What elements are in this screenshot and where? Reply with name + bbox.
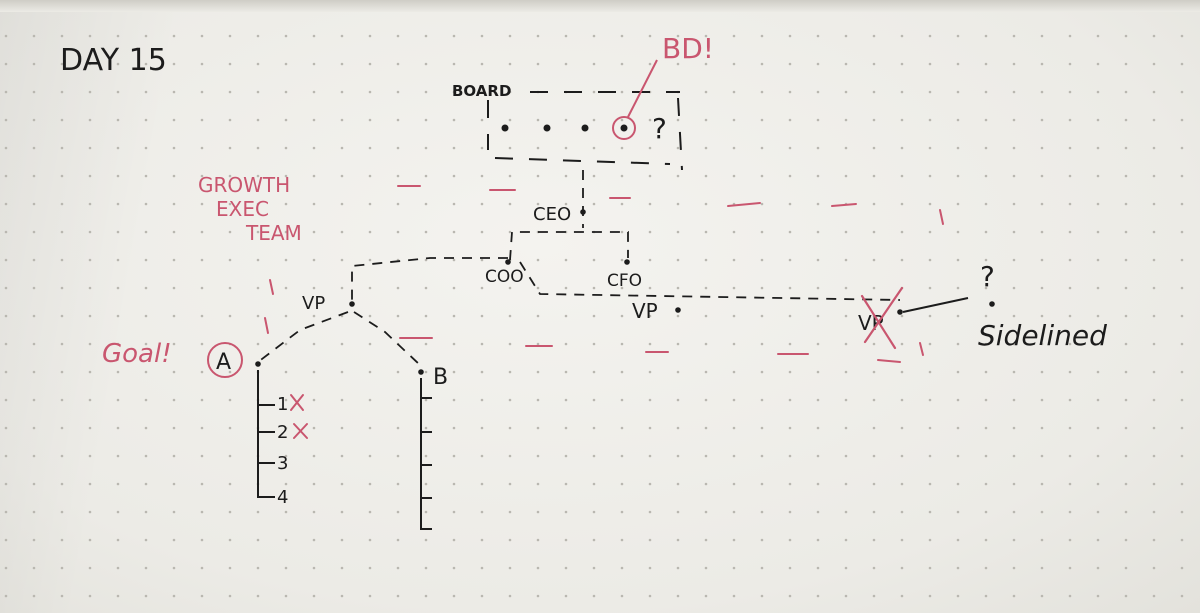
sidelined-connector xyxy=(902,297,969,313)
ceo-dot xyxy=(580,209,586,215)
team-a-dot xyxy=(255,361,261,367)
vp-left-label: VP xyxy=(302,293,325,314)
team-b-dot xyxy=(418,369,424,375)
board-member-dot xyxy=(501,124,509,132)
ceo-label: CEO xyxy=(533,204,571,225)
board-label: BOARD xyxy=(452,82,511,100)
member-cross-marks xyxy=(290,394,308,439)
page-title: DAY 15 xyxy=(60,43,167,78)
bd-note: BD! xyxy=(662,32,714,65)
board-box xyxy=(487,91,683,171)
bd-pointer-line xyxy=(627,59,658,118)
growth-note-line: TEAM xyxy=(245,221,302,245)
exec-team-boundary xyxy=(264,185,944,363)
cfo-label: CFO xyxy=(607,271,642,291)
sidelined-label: Sidelined xyxy=(978,319,1107,352)
coo-dot xyxy=(505,259,511,265)
vp-left-dot xyxy=(349,301,355,307)
coo-label: COO xyxy=(485,267,524,287)
vp-crossed-dot xyxy=(897,309,903,315)
cfo-dot xyxy=(624,259,630,265)
team-a-label: A xyxy=(216,350,231,375)
board-member-dot xyxy=(581,124,589,132)
team-a-member: 4 xyxy=(277,487,288,508)
vp-middle-dot xyxy=(675,307,681,313)
goal-note: Goal! xyxy=(102,339,172,369)
growth-note-line: EXEC xyxy=(216,197,269,221)
team-b-tree-lines xyxy=(420,378,432,530)
vp-middle-label: VP xyxy=(632,299,658,323)
sidelined-question-mark: ? xyxy=(980,260,995,293)
team-a-member: 3 xyxy=(277,453,288,474)
vp-cross-out-mark xyxy=(860,286,904,350)
team-a-member: 2 xyxy=(277,422,288,443)
growth-note-line: GROWTH xyxy=(198,173,290,197)
bd-highlight-circle xyxy=(612,116,636,140)
team-a-tree-lines xyxy=(257,370,275,498)
team-a-highlight-circle xyxy=(207,342,243,378)
board-question-mark: ? xyxy=(652,112,667,145)
org-connectors xyxy=(257,170,901,366)
board-member-dot xyxy=(620,124,628,132)
team-b-label: B xyxy=(433,365,448,390)
sidelined-dot xyxy=(989,301,995,307)
dot-grid xyxy=(0,12,1200,613)
board-members xyxy=(501,124,628,132)
team-a-member: 1 xyxy=(277,394,288,415)
page-edge xyxy=(0,0,1200,12)
board-member-dot xyxy=(543,124,551,132)
